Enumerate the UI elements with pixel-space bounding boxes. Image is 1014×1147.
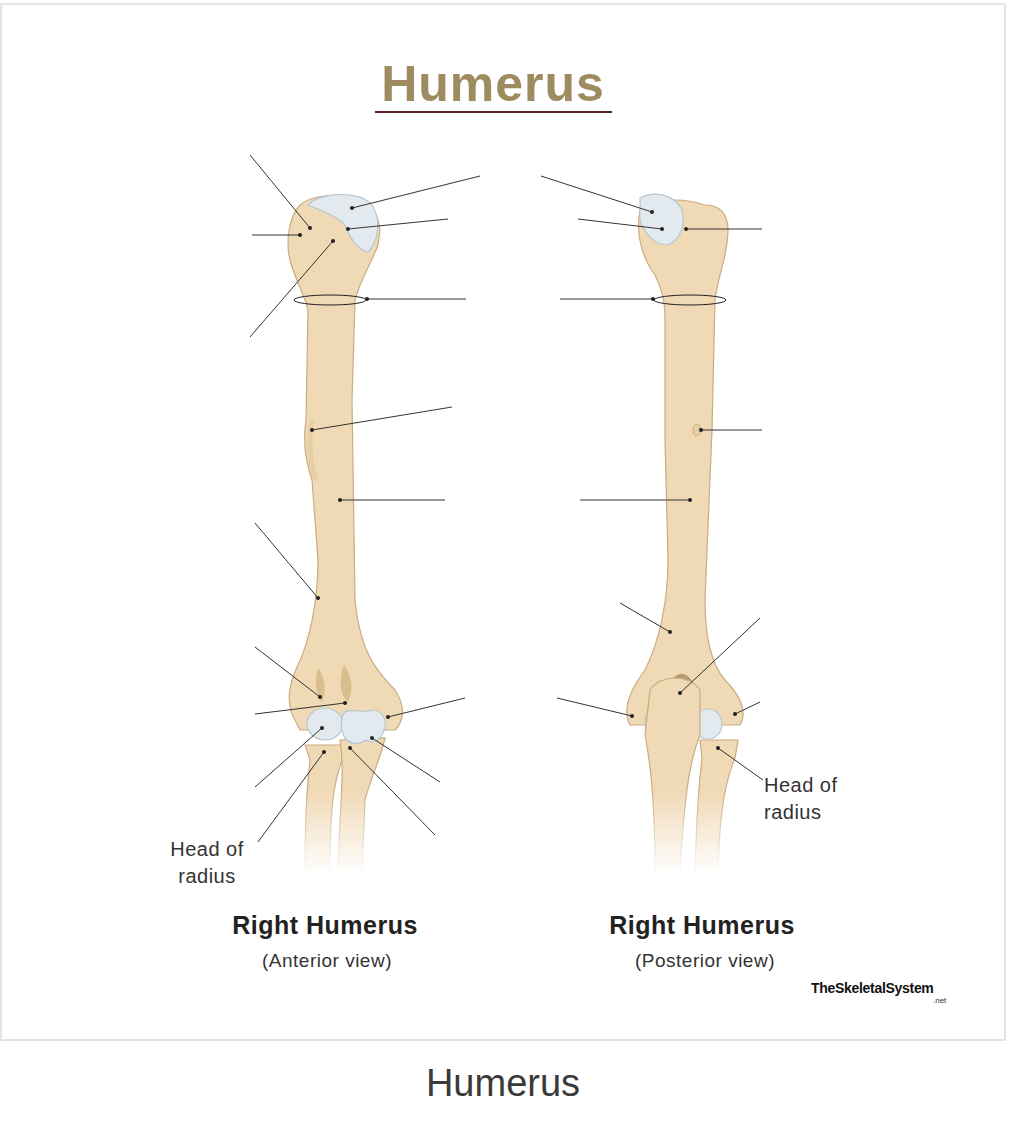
- leader-line: [250, 241, 333, 337]
- watermark: TheSkeletalSystem: [811, 980, 934, 997]
- card-frame: [1, 4, 1005, 1040]
- leader-line: [252, 235, 300, 236]
- leader-line: [372, 738, 440, 782]
- humerus-bone: [627, 200, 743, 725]
- leader-line: [255, 647, 320, 697]
- posterior-humerus-figure: [627, 194, 743, 870]
- head-cartilage: [308, 194, 378, 252]
- head-cartilage: [640, 194, 683, 245]
- radial-fossa: [316, 668, 325, 702]
- leader-line: [388, 698, 465, 717]
- trochlea: [341, 710, 385, 744]
- leader-line: [250, 155, 310, 228]
- humerus-bone: [288, 195, 402, 730]
- part-label: Head of radius: [764, 772, 864, 826]
- leader-line: [620, 603, 670, 632]
- nutrient-foramen: [693, 424, 701, 436]
- leader-line: [258, 752, 324, 842]
- leader-line: [560, 299, 653, 300]
- leader-line: [701, 430, 762, 431]
- view-subtitle: (Posterior view): [635, 949, 775, 973]
- leader-line: [680, 618, 760, 693]
- view-subtitle: (Anterior view): [262, 949, 392, 973]
- leader-line: [350, 748, 435, 835]
- leader-line: [255, 703, 345, 714]
- coronoid-fossa: [341, 665, 352, 702]
- leader-line: [255, 728, 322, 787]
- leader-line: [541, 176, 652, 212]
- leader-lines: [250, 155, 763, 842]
- leader-line: [348, 219, 448, 229]
- leader-line: [352, 176, 480, 208]
- leader-line: [580, 500, 690, 501]
- view-title: Right Humerus: [609, 910, 795, 940]
- leader-line: [312, 407, 452, 430]
- anterior-humerus-figure: [288, 194, 402, 870]
- leader-line: [718, 748, 763, 780]
- view-title: Right Humerus: [232, 910, 418, 940]
- leader-line: [255, 523, 318, 598]
- surgical-neck-ring: [294, 295, 366, 305]
- leader-line: [557, 698, 632, 716]
- leader-line: [340, 500, 445, 501]
- capitulum: [307, 708, 343, 740]
- title: Humerus: [381, 56, 605, 112]
- watermark: .net: [933, 996, 946, 1006]
- part-label: Head of radius: [157, 836, 257, 890]
- leader-line: [578, 219, 662, 229]
- caption: Humerus: [426, 1061, 580, 1105]
- fade-out: [270, 790, 760, 875]
- leader-line: [686, 229, 762, 230]
- leader-line: [735, 702, 760, 714]
- leader-line: [367, 299, 466, 300]
- surgical-neck-ring: [654, 295, 726, 305]
